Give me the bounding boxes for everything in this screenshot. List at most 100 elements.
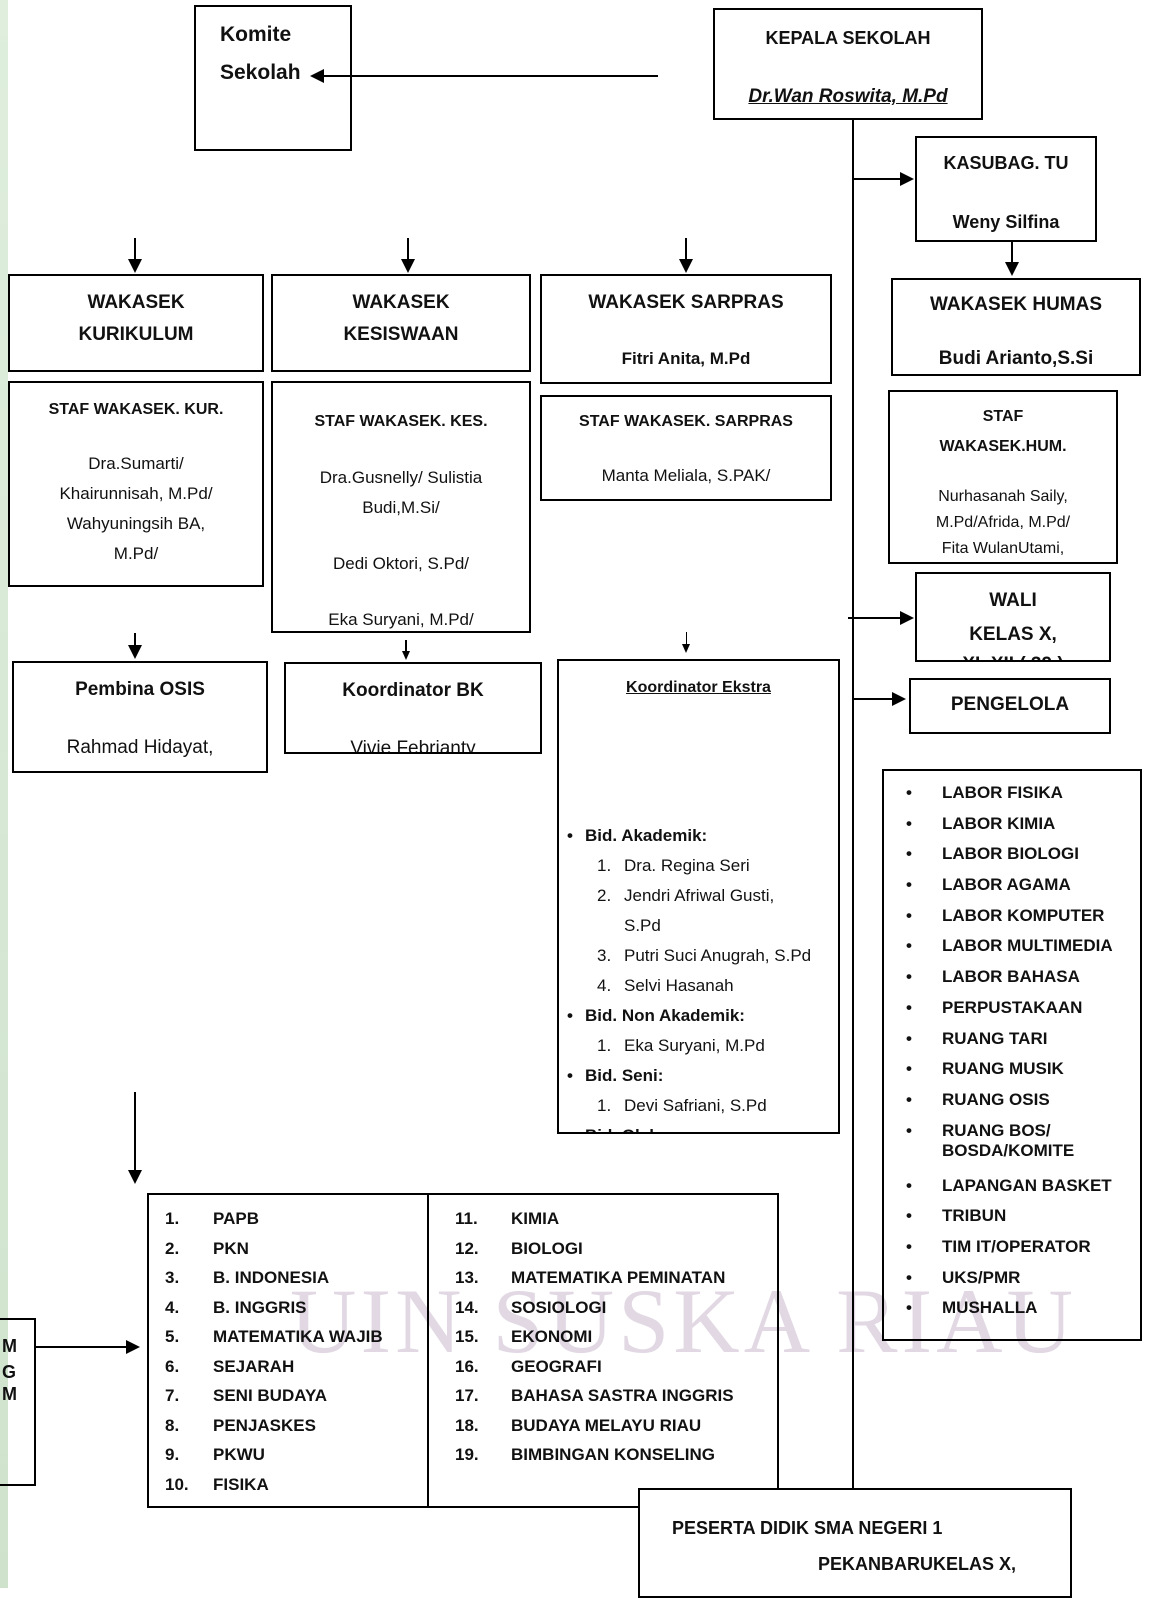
wali-line1: WALI xyxy=(989,590,1037,611)
subject-row: 3.B. INDONESIA xyxy=(165,1268,383,1298)
arrow-to-pembina xyxy=(128,645,142,659)
wakasek-kurikulum-box: WAKASEK KURIKULUM xyxy=(8,274,264,372)
facility-label: LAPANGAN BASKET xyxy=(942,1175,1112,1195)
subject-number: 9. xyxy=(165,1445,180,1464)
subject-row: 14.SOSIOLOGI xyxy=(455,1298,734,1328)
connector-humas xyxy=(1011,242,1013,264)
subject-number: 19. xyxy=(455,1445,479,1464)
subject-name: BAHASA SASTRA INGGRIS xyxy=(511,1386,734,1405)
subject-row: 15.EKONOMI xyxy=(455,1327,734,1357)
connector-pembina xyxy=(134,633,136,647)
ekstra-item-number: 3. xyxy=(597,946,612,965)
arrow-to-kur xyxy=(128,259,142,273)
staf-kes-l4: Eka Suryani, M.Pd/ xyxy=(328,610,474,629)
facility-label: LABOR AGAMA xyxy=(942,875,1071,895)
ekstra-item-text: Jendri Afriwal Gusti, xyxy=(624,886,775,905)
pembina-title: Pembina OSIS xyxy=(75,679,205,700)
subject-number: 16. xyxy=(455,1356,479,1376)
facilities-box: LABOR FISIKALABOR KIMIALABOR BIOLOGILABO… xyxy=(882,769,1142,1341)
ekstra-item-text: Eka Suryani, M.Pd xyxy=(624,1036,765,1055)
staf-hum-l3: Fita WulanUtami, xyxy=(941,540,1065,557)
subject-row: 9. PKWU xyxy=(165,1445,383,1475)
facility-label: PERPUSTAKAAN xyxy=(942,997,1083,1017)
arrow-to-sarpras xyxy=(679,259,693,273)
staf-hum-l2: M.Pd/Afrida, M.Pd/ xyxy=(935,514,1071,531)
koor-bk-name: Vivie Febrianty xyxy=(350,738,476,754)
ekstra-item: S.Pd xyxy=(559,911,838,941)
facility-item: LABOR BIOLOGI xyxy=(884,844,1140,875)
facility-label: LABOR BIOLOGI xyxy=(942,844,1079,864)
wakasek-kur-line1: WAKASEK xyxy=(87,292,185,313)
kepala-name: Dr.Wan Roswita, M.Pd xyxy=(748,86,948,107)
staf-kur-title: STAF WAKASEK. KUR. xyxy=(48,401,224,418)
facilities-list: LABOR FISIKALABOR KIMIALABOR BIOLOGILABO… xyxy=(884,783,1140,1329)
facility-item: RUANG TARI xyxy=(884,1029,1140,1060)
connector-kasubag xyxy=(853,178,903,180)
ekstra-akademik-heading: Bid. Akademik: xyxy=(559,821,838,851)
ekstra-list: Bid. Akademik: 1.Dra. Regina Seri2.Jendr… xyxy=(559,821,838,1132)
subject-name: B. INGGRIS xyxy=(213,1297,307,1317)
ekstra-item-number: 2. xyxy=(597,886,612,905)
connector-kur xyxy=(134,238,136,260)
connector-wali xyxy=(848,617,903,619)
arrow-to-kasubag xyxy=(900,172,914,186)
staf-kes-l2: Budi,M.Si/ xyxy=(362,498,440,517)
arrow-to-subjects-table xyxy=(126,1340,140,1354)
ekstra-item-text: Selvi Hasanah xyxy=(624,976,734,995)
ekstra-item: 1.Devi Safriani, S.Pd xyxy=(559,1091,838,1121)
subject-name: PAPB xyxy=(213,1209,259,1228)
connector-pengelola xyxy=(853,698,895,700)
facility-label: UKS/PMR xyxy=(942,1267,1021,1287)
subject-number: 18. xyxy=(455,1415,479,1435)
connector-ekstra xyxy=(686,632,687,646)
arrow-to-humas xyxy=(1005,262,1019,276)
facility-label: LABOR KIMIA xyxy=(942,813,1056,833)
subject-name: GEOGRAFI xyxy=(511,1356,602,1376)
wali-kelas-box: WALI KELAS X, XI, XII ( 39 ) xyxy=(915,572,1111,662)
koor-bk-title: Koordinator BK xyxy=(342,680,484,701)
subject-name: MATEMATIKA PEMINATAN xyxy=(511,1268,726,1287)
guru-l1: M xyxy=(2,1336,17,1356)
subject-row: 8.PENJASKES xyxy=(165,1416,383,1446)
subject-name: KIMIA xyxy=(511,1209,560,1228)
subject-name: BUDAYA MELAYU RIAU xyxy=(511,1415,702,1435)
ekstra-item: 1.Eka Suryani, M.Pd xyxy=(559,1031,838,1061)
guru-box: M G M xyxy=(0,1318,36,1486)
subject-number: 13. xyxy=(455,1268,479,1287)
ekstra-item-text: S.Pd xyxy=(624,916,661,935)
wakasek-kes-line2: KESISWAAN xyxy=(343,324,459,345)
facility-label: RUANG OSIS xyxy=(942,1089,1050,1109)
ekstra-item: 3.Putri Suci Anugrah, S.Pd xyxy=(559,941,838,971)
kepala-box: KEPALA SEKOLAH Dr.Wan Roswita, M.Pd xyxy=(713,8,983,120)
pembina-osis-box: Pembina OSIS Rahmad Hidayat, xyxy=(12,661,268,773)
komite-line1: Komite xyxy=(220,23,292,46)
wakasek-sarpras-title: WAKASEK SARPRAS xyxy=(588,292,784,313)
subject-row: 10.FISIKA xyxy=(165,1475,383,1505)
subject-name: PKWU xyxy=(213,1445,265,1464)
facility-label: TIM IT/OPERATOR xyxy=(942,1236,1091,1256)
ekstra-item-text: Dra. Regina Seri xyxy=(624,856,750,875)
ekstra-non-heading: Bid. Non Akademik: xyxy=(559,1001,838,1031)
subject-row: 12.BIOLOGI xyxy=(455,1239,734,1269)
subject-number: 8. xyxy=(165,1415,180,1435)
facility-item: TRIBUN xyxy=(884,1206,1140,1237)
connector-subjects xyxy=(134,1092,136,1172)
subject-number: 17. xyxy=(455,1386,479,1405)
peserta-didik-box: PESERTA DIDIK SMA NEGERI 1 PEKANBARUKELA… xyxy=(638,1488,1072,1598)
guru-l3: M xyxy=(2,1384,17,1404)
pembina-name: Rahmad Hidayat, xyxy=(66,737,214,758)
ekstra-seni-list: 1.Devi Safriani, S.Pd xyxy=(559,1091,838,1121)
arrow-to-subjects xyxy=(128,1170,142,1184)
komite-line2: Sekolah xyxy=(220,61,301,84)
subject-name: SEJARAH xyxy=(213,1356,295,1376)
subject-number: 12. xyxy=(455,1238,479,1258)
connector-komite xyxy=(322,75,658,77)
facility-item: LABOR BAHASA xyxy=(884,967,1140,998)
staf-hum-line2: WAKASEK.HUM. xyxy=(939,438,1067,455)
subject-row: 7.SENI BUDAYA xyxy=(165,1386,383,1416)
ekstra-non-list: 1.Eka Suryani, M.Pd xyxy=(559,1031,838,1061)
facility-label: LABOR BAHASA xyxy=(942,967,1080,987)
